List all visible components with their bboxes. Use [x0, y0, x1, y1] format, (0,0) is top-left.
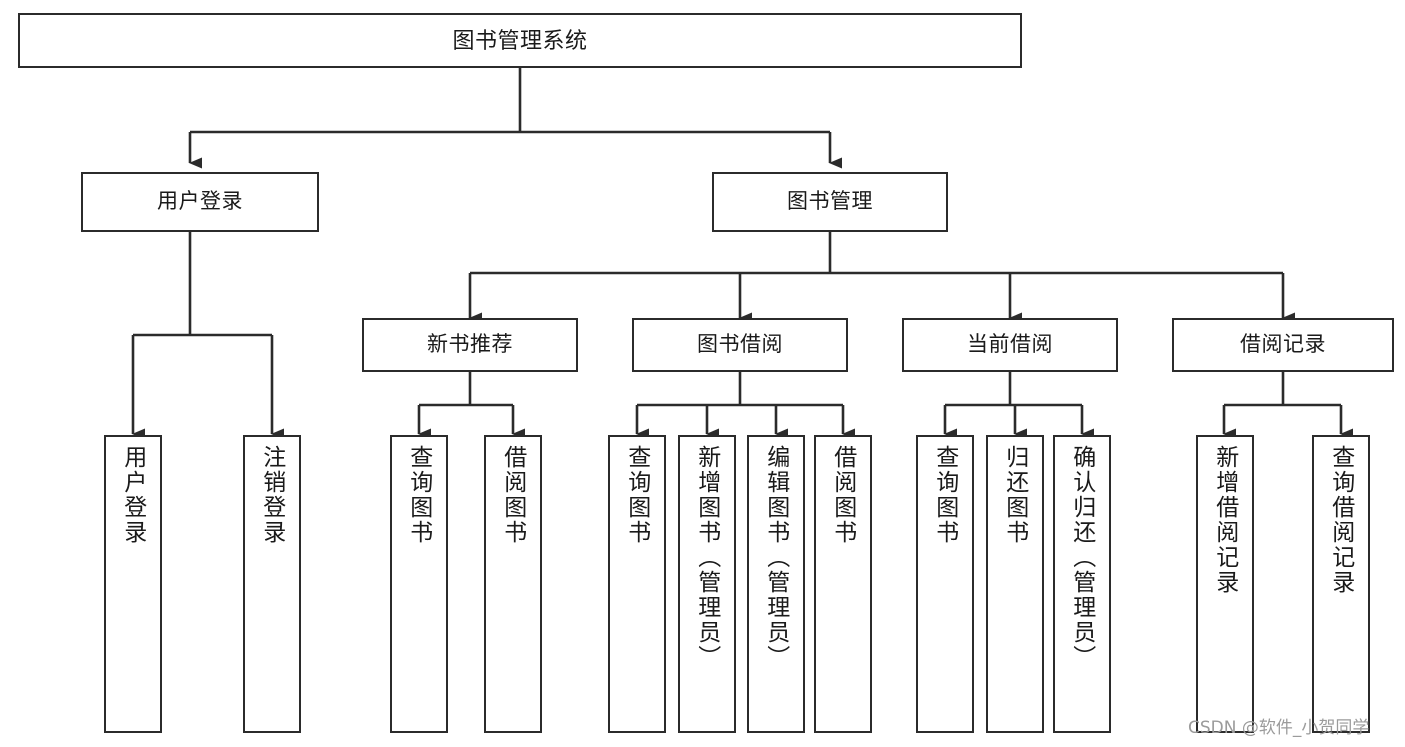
node-leaf-confirm-return[interactable]: 确认归还（管理员）: [1053, 435, 1111, 733]
node-book-borrow[interactable]: 图书借阅: [632, 318, 848, 372]
node-leaf-confirm-return-label: 确认归还（管理员）: [1069, 445, 1096, 670]
node-leaf-query-record-label: 查询借阅记录: [1328, 445, 1355, 595]
node-leaf-logout[interactable]: 注销登录: [243, 435, 301, 733]
node-new-book-recommend-label: 新书推荐: [427, 332, 513, 356]
node-root-label: 图书管理系统: [452, 27, 588, 53]
node-borrow-record-label: 借阅记录: [1240, 332, 1326, 356]
node-leaf-add-record[interactable]: 新增借阅记录: [1196, 435, 1254, 733]
node-leaf-return-book-label: 归还图书: [1002, 445, 1029, 545]
node-leaf-user-login[interactable]: 用户登录: [104, 435, 162, 733]
node-leaf-add-record-label: 新增借阅记录: [1212, 445, 1239, 595]
node-leaf-query-book-3[interactable]: 查询图书: [916, 435, 974, 733]
node-leaf-query-book-3-label: 查询图书: [932, 445, 959, 545]
watermark: CSDN @软件_小贺同学: [1188, 718, 1370, 738]
node-current-borrow[interactable]: 当前借阅: [902, 318, 1118, 372]
node-leaf-borrow-book-2-label: 借阅图书: [830, 445, 857, 545]
node-leaf-add-book[interactable]: 新增图书（管理员）: [678, 435, 736, 733]
node-leaf-query-book-1-label: 查询图书: [406, 445, 433, 545]
node-leaf-query-book-2-label: 查询图书: [624, 445, 651, 545]
node-leaf-borrow-book-1[interactable]: 借阅图书: [484, 435, 542, 733]
node-root[interactable]: 图书管理系统: [18, 13, 1022, 68]
node-current-borrow-label: 当前借阅: [967, 332, 1053, 356]
node-leaf-add-book-label: 新增图书（管理员）: [694, 445, 721, 670]
node-leaf-logout-label: 注销登录: [259, 445, 286, 545]
node-borrow-record[interactable]: 借阅记录: [1172, 318, 1394, 372]
node-book-borrow-label: 图书借阅: [697, 332, 783, 356]
node-user-login-label: 用户登录: [157, 189, 243, 213]
node-book-management[interactable]: 图书管理: [712, 172, 948, 232]
node-leaf-borrow-book-1-label: 借阅图书: [500, 445, 527, 545]
node-leaf-edit-book-label: 编辑图书（管理员）: [763, 445, 790, 670]
node-leaf-borrow-book-2[interactable]: 借阅图书: [814, 435, 872, 733]
node-leaf-edit-book[interactable]: 编辑图书（管理员）: [747, 435, 805, 733]
node-leaf-query-book-1[interactable]: 查询图书: [390, 435, 448, 733]
node-user-login[interactable]: 用户登录: [81, 172, 319, 232]
node-leaf-query-book-2[interactable]: 查询图书: [608, 435, 666, 733]
node-book-management-label: 图书管理: [787, 189, 873, 213]
node-leaf-return-book[interactable]: 归还图书: [986, 435, 1044, 733]
node-leaf-query-record[interactable]: 查询借阅记录: [1312, 435, 1370, 733]
node-leaf-user-login-label: 用户登录: [120, 445, 147, 545]
node-new-book-recommend[interactable]: 新书推荐: [362, 318, 578, 372]
